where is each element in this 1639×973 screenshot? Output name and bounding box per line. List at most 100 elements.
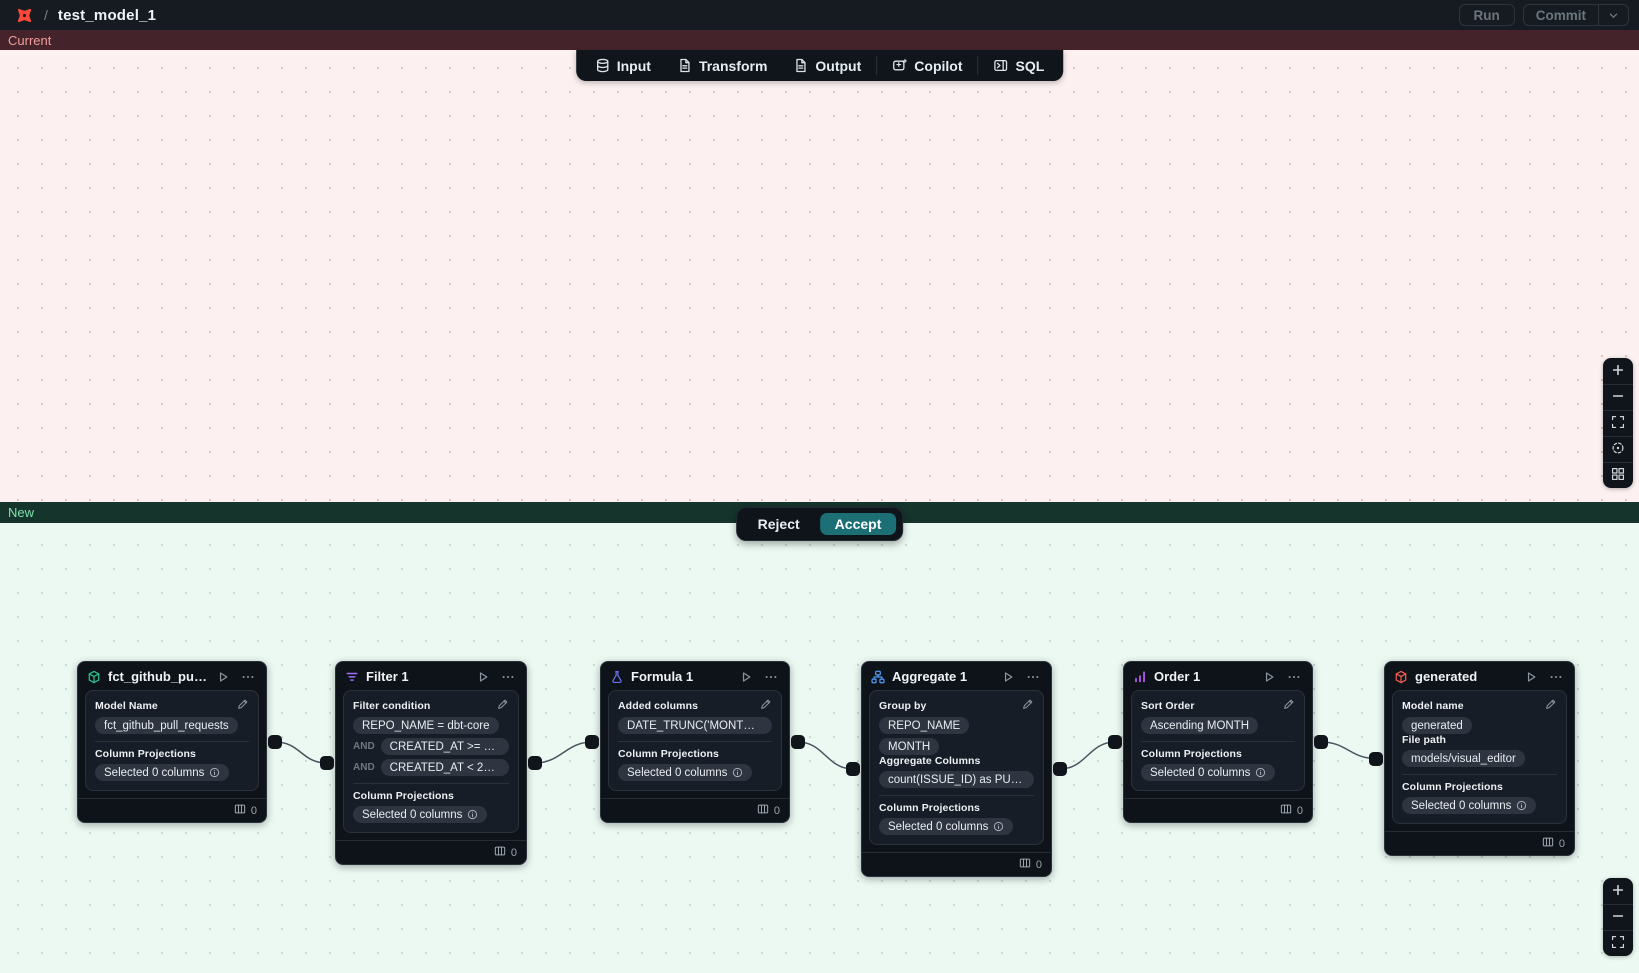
field-label: Column Projections [1402,781,1503,793]
grid-icon [1611,467,1625,484]
info-icon[interactable] [1255,767,1266,778]
info-icon[interactable] [467,809,478,820]
info-icon[interactable] [732,767,743,778]
edit-node-button[interactable] [237,698,249,713]
field-row: Ascending MONTH [1141,717,1295,734]
toolbar-output-button[interactable]: Output [780,50,874,81]
grid-button[interactable] [1603,462,1633,488]
value-chip: Selected 0 columns [879,818,1013,835]
cube-icon [87,670,101,684]
run-node-button[interactable] [474,670,492,684]
run-node-button[interactable] [1260,670,1278,684]
zoom-out-button[interactable] [1603,384,1633,410]
node-generated[interactable]: generatedModel namegeneratedFile pathmod… [1384,661,1575,856]
info-icon[interactable] [209,767,220,778]
edit-node-button[interactable] [1283,698,1295,713]
run-node-button[interactable] [1522,670,1540,684]
node-filter-1[interactable]: Filter 1 Filter conditionREPO_NAME = dbt-… [335,661,527,865]
edit-node-button[interactable] [1022,698,1034,713]
toolbar-transform-button[interactable]: Transform [664,50,780,81]
play-icon [216,670,230,684]
commit-button[interactable]: Commit [1524,5,1598,25]
toolbar-divider [876,56,877,75]
output-port[interactable] [528,756,542,770]
row-count: 0 [1036,859,1042,871]
dots-icon [501,670,515,684]
node-footer: 0 [1385,831,1574,855]
field-row: REPO_NAME = dbt-core [353,717,509,734]
dbt-logo-icon[interactable] [14,5,34,25]
output-port[interactable] [268,735,282,749]
node-toolbar: Input Transform Output CopilotSQL [576,50,1064,81]
zoom-in-icon [1611,363,1625,380]
target-button[interactable] [1603,436,1633,462]
page-title: test_model_1 [58,7,156,24]
reject-button[interactable]: Reject [743,513,815,535]
edge-connector [798,742,853,769]
input-port[interactable] [1369,752,1383,766]
run-node-button[interactable] [214,670,232,684]
run-node-button[interactable] [999,670,1017,684]
copilot-icon [892,58,907,73]
info-icon[interactable] [993,821,1004,832]
chip-text: REPO_NAME = dbt-core [362,720,490,732]
node-menu-button[interactable] [1547,670,1565,684]
run-node-button[interactable] [737,670,755,684]
zoom-in-button[interactable] [1603,358,1633,384]
fit-view-button[interactable] [1603,410,1633,436]
node-header: fct_github_pull_requests [78,662,266,690]
toolbar-sql-button[interactable]: SQL [981,50,1058,81]
field-label-row: File path [1402,734,1557,746]
edit-node-button[interactable] [497,698,509,713]
field-label-row: Column Projections [618,748,772,760]
node-menu-button[interactable] [499,670,517,684]
output-port[interactable] [1314,735,1328,749]
node-footer: 0 [1124,798,1312,822]
input-port[interactable] [585,735,599,749]
node-order-1[interactable]: Order 1Sort OrderAscending MONTHColumn P… [1123,661,1313,823]
node-title: generated [1415,669,1515,684]
zoom-out-icon [1611,389,1625,406]
node-aggregate-1[interactable]: Aggregate 1Group byREPO_NAMEMONTHAggrega… [861,661,1052,877]
node-header: generated [1385,662,1574,690]
edit-node-button[interactable] [1545,698,1557,713]
input-port[interactable] [1108,735,1122,749]
toolbar-copilot-button[interactable]: Copilot [879,50,975,81]
node-header: Filter 1 [336,662,526,690]
node-title: fct_github_pull_requests [108,669,207,684]
node-formula-1[interactable]: Formula 1Added columnsDATE_TRUNC('MONTH'… [600,661,790,823]
node-footer: 0 [78,798,266,822]
input-port[interactable] [846,762,860,776]
new-canvas[interactable]: Reject Accept fct_github_pull_requestsMo… [0,523,1639,973]
play-icon [739,670,753,684]
toolbar-item-label: Output [815,58,861,74]
edit-node-button[interactable] [760,698,772,713]
zoom-in-button[interactable] [1603,878,1633,904]
current-canvas[interactable]: Input Transform Output CopilotSQL [0,50,1639,502]
header-actions: Run Commit [1459,4,1630,26]
node-menu-button[interactable] [762,670,780,684]
input-port[interactable] [320,756,334,770]
node-menu-button[interactable] [1285,670,1303,684]
output-port[interactable] [791,735,805,749]
condition-prefix: AND [353,741,375,752]
node-title: Aggregate 1 [892,669,992,684]
info-icon[interactable] [1516,800,1527,811]
field-row: count(ISSUE_ID) as PULL_REQUEST_… [879,771,1034,788]
target-icon [1611,441,1625,458]
fit-view-button[interactable] [1603,930,1633,956]
chevron-down-icon[interactable] [1598,5,1628,25]
chip-text: Selected 0 columns [627,767,727,779]
node-footer: 0 [601,798,789,822]
row-count: 0 [1559,838,1565,850]
accept-button[interactable]: Accept [820,513,897,535]
node-menu-button[interactable] [1024,670,1042,684]
zoom-out-button[interactable] [1603,904,1633,930]
node-fct-github-pull-requests[interactable]: fct_github_pull_requestsModel Namefct_gi… [77,661,267,823]
run-button[interactable]: Run [1459,4,1515,26]
field-label-row: Filter condition [353,698,509,713]
toolbar-input-button[interactable]: Input [582,50,664,81]
node-menu-button[interactable] [239,670,257,684]
output-port[interactable] [1053,762,1067,776]
toolbar-item-label: Transform [699,58,767,74]
